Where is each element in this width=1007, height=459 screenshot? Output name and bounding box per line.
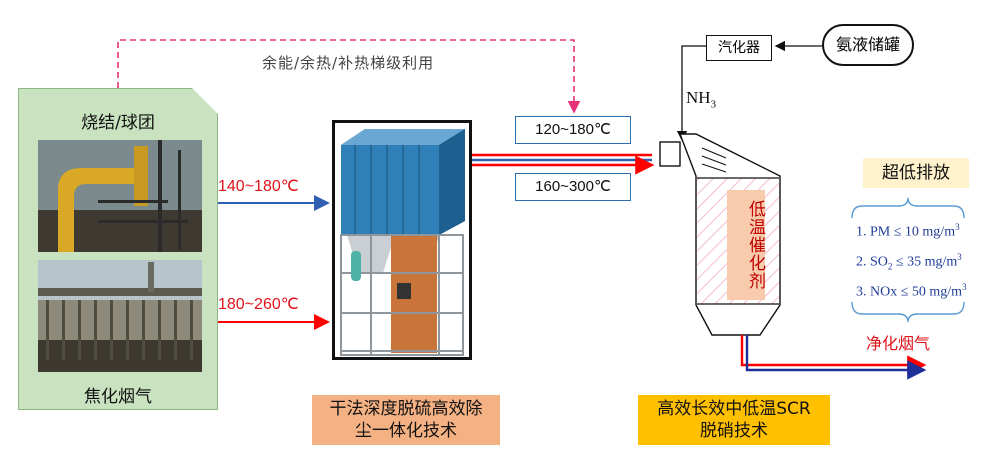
reheat-temperature-box: 120~180℃ <box>515 116 631 144</box>
desulfurization-unit-frame <box>332 120 472 360</box>
emission-nox-sup: 3 <box>962 282 967 292</box>
nh3-subscript: 3 <box>710 98 717 111</box>
nh3-text: NH <box>686 88 711 107</box>
nh3-label: NH3 <box>686 88 716 110</box>
desulfurization-label-line2: 尘一体化技术 <box>355 421 457 441</box>
scr-label-line2: 脱硝技术 <box>700 421 768 441</box>
desulfurization-label-box: 干法深度脱硫高效除 尘一体化技术 <box>312 395 500 445</box>
sinter-plant-photo <box>38 140 202 252</box>
vaporizer-box: 汽化器 <box>706 35 772 61</box>
emission-so2-line: 2. SO2 ≤ 35 mg/m3 <box>856 252 962 271</box>
emission-so2-sub: 2 <box>887 261 893 272</box>
heat-recovery-dashed-line <box>117 39 581 114</box>
emission-pm-line: 1. PM ≤ 10 mg/m3 <box>856 222 960 241</box>
emission-pm-text: 1. PM ≤ 10 mg/m <box>856 224 956 240</box>
sinter-pellet-label: 烧结/球团 <box>81 113 155 133</box>
emission-nox-line: 3. NOx ≤ 50 mg/m3 <box>856 282 967 301</box>
emission-so2-pre: 2. SO <box>856 254 888 270</box>
coking-flue-gas-label: 焦化烟气 <box>84 387 152 407</box>
ammonia-tank: 氨液储罐 <box>822 24 914 66</box>
emission-so2-text: ≤ 35 mg/m <box>892 254 958 270</box>
emission-brace-bottom <box>851 301 965 323</box>
emission-so2-sup: 3 <box>957 252 962 262</box>
emission-nox-text: 3. NOx ≤ 50 mg/m <box>856 284 963 300</box>
sinter-plant-illustration <box>38 140 202 252</box>
vaporizer-to-scr-line <box>676 45 706 142</box>
sinter-temperature: 140~180℃ <box>218 178 299 195</box>
emission-pm-sup: 3 <box>955 222 960 232</box>
heat-recovery-label: 余能/余热/补热梯级利用 <box>262 54 435 72</box>
ultra-low-emission-title: 超低排放 <box>863 158 969 188</box>
clean-gas-navy-line <box>745 335 927 380</box>
outlet-temperature-box: 160~300℃ <box>515 173 631 201</box>
catalyst-label: 低温催化剂 <box>727 190 765 300</box>
coking-plant-photo <box>38 260 202 372</box>
scr-label-line1: 高效长效中低温SCR <box>657 399 811 419</box>
coking-plant-illustration <box>38 260 202 372</box>
scr-label-box: 高效长效中低温SCR 脱硝技术 <box>638 395 830 445</box>
clean-gas-label: 净化烟气 <box>866 334 931 353</box>
clean-gas-red-line <box>740 335 927 375</box>
desulfurization-label-line1: 干法深度脱硫高效除 <box>329 399 483 419</box>
emission-brace-top <box>851 197 965 219</box>
coking-temperature: 180~260℃ <box>218 296 299 313</box>
desulfurization-unit-illustration <box>340 129 465 356</box>
